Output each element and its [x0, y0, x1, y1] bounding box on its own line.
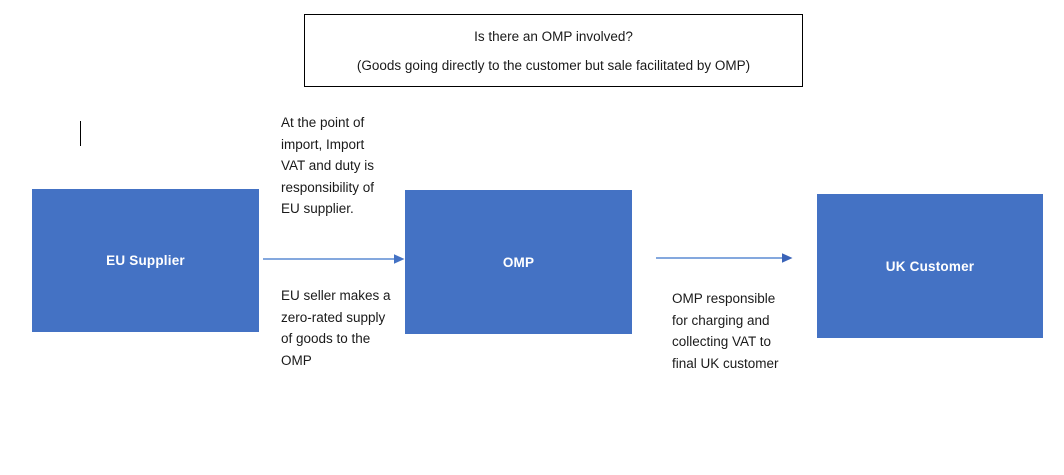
annotation-omp-vat-responsibility: OMP responsible for charging and collect…: [672, 291, 779, 371]
node-uk-customer[interactable]: UK Customer: [817, 194, 1043, 338]
node-omp[interactable]: OMP: [405, 190, 632, 334]
annotation-zero-rated-supply: EU seller makes a zero-rated supply of g…: [281, 288, 391, 368]
arrow-right-icon-supplier-to-omp: [263, 251, 405, 267]
node-omp-label: OMP: [502, 254, 535, 270]
header-question-text: Is there an OMP involved?: [474, 28, 633, 44]
annotation-import-vat: At the point of import, Import VAT and d…: [281, 115, 375, 216]
text-cursor-icon: [80, 121, 82, 146]
header-question-box: Is there an OMP involved? (Goods going d…: [304, 14, 803, 87]
header-subtitle-text: (Goods going directly to the customer bu…: [356, 57, 751, 73]
arrow-right-icon-omp-to-customer: [656, 250, 793, 266]
node-eu-supplier[interactable]: EU Supplier: [32, 189, 259, 332]
node-eu-supplier-label: EU Supplier: [106, 253, 185, 268]
node-uk-customer-label: UK Customer: [885, 258, 975, 274]
